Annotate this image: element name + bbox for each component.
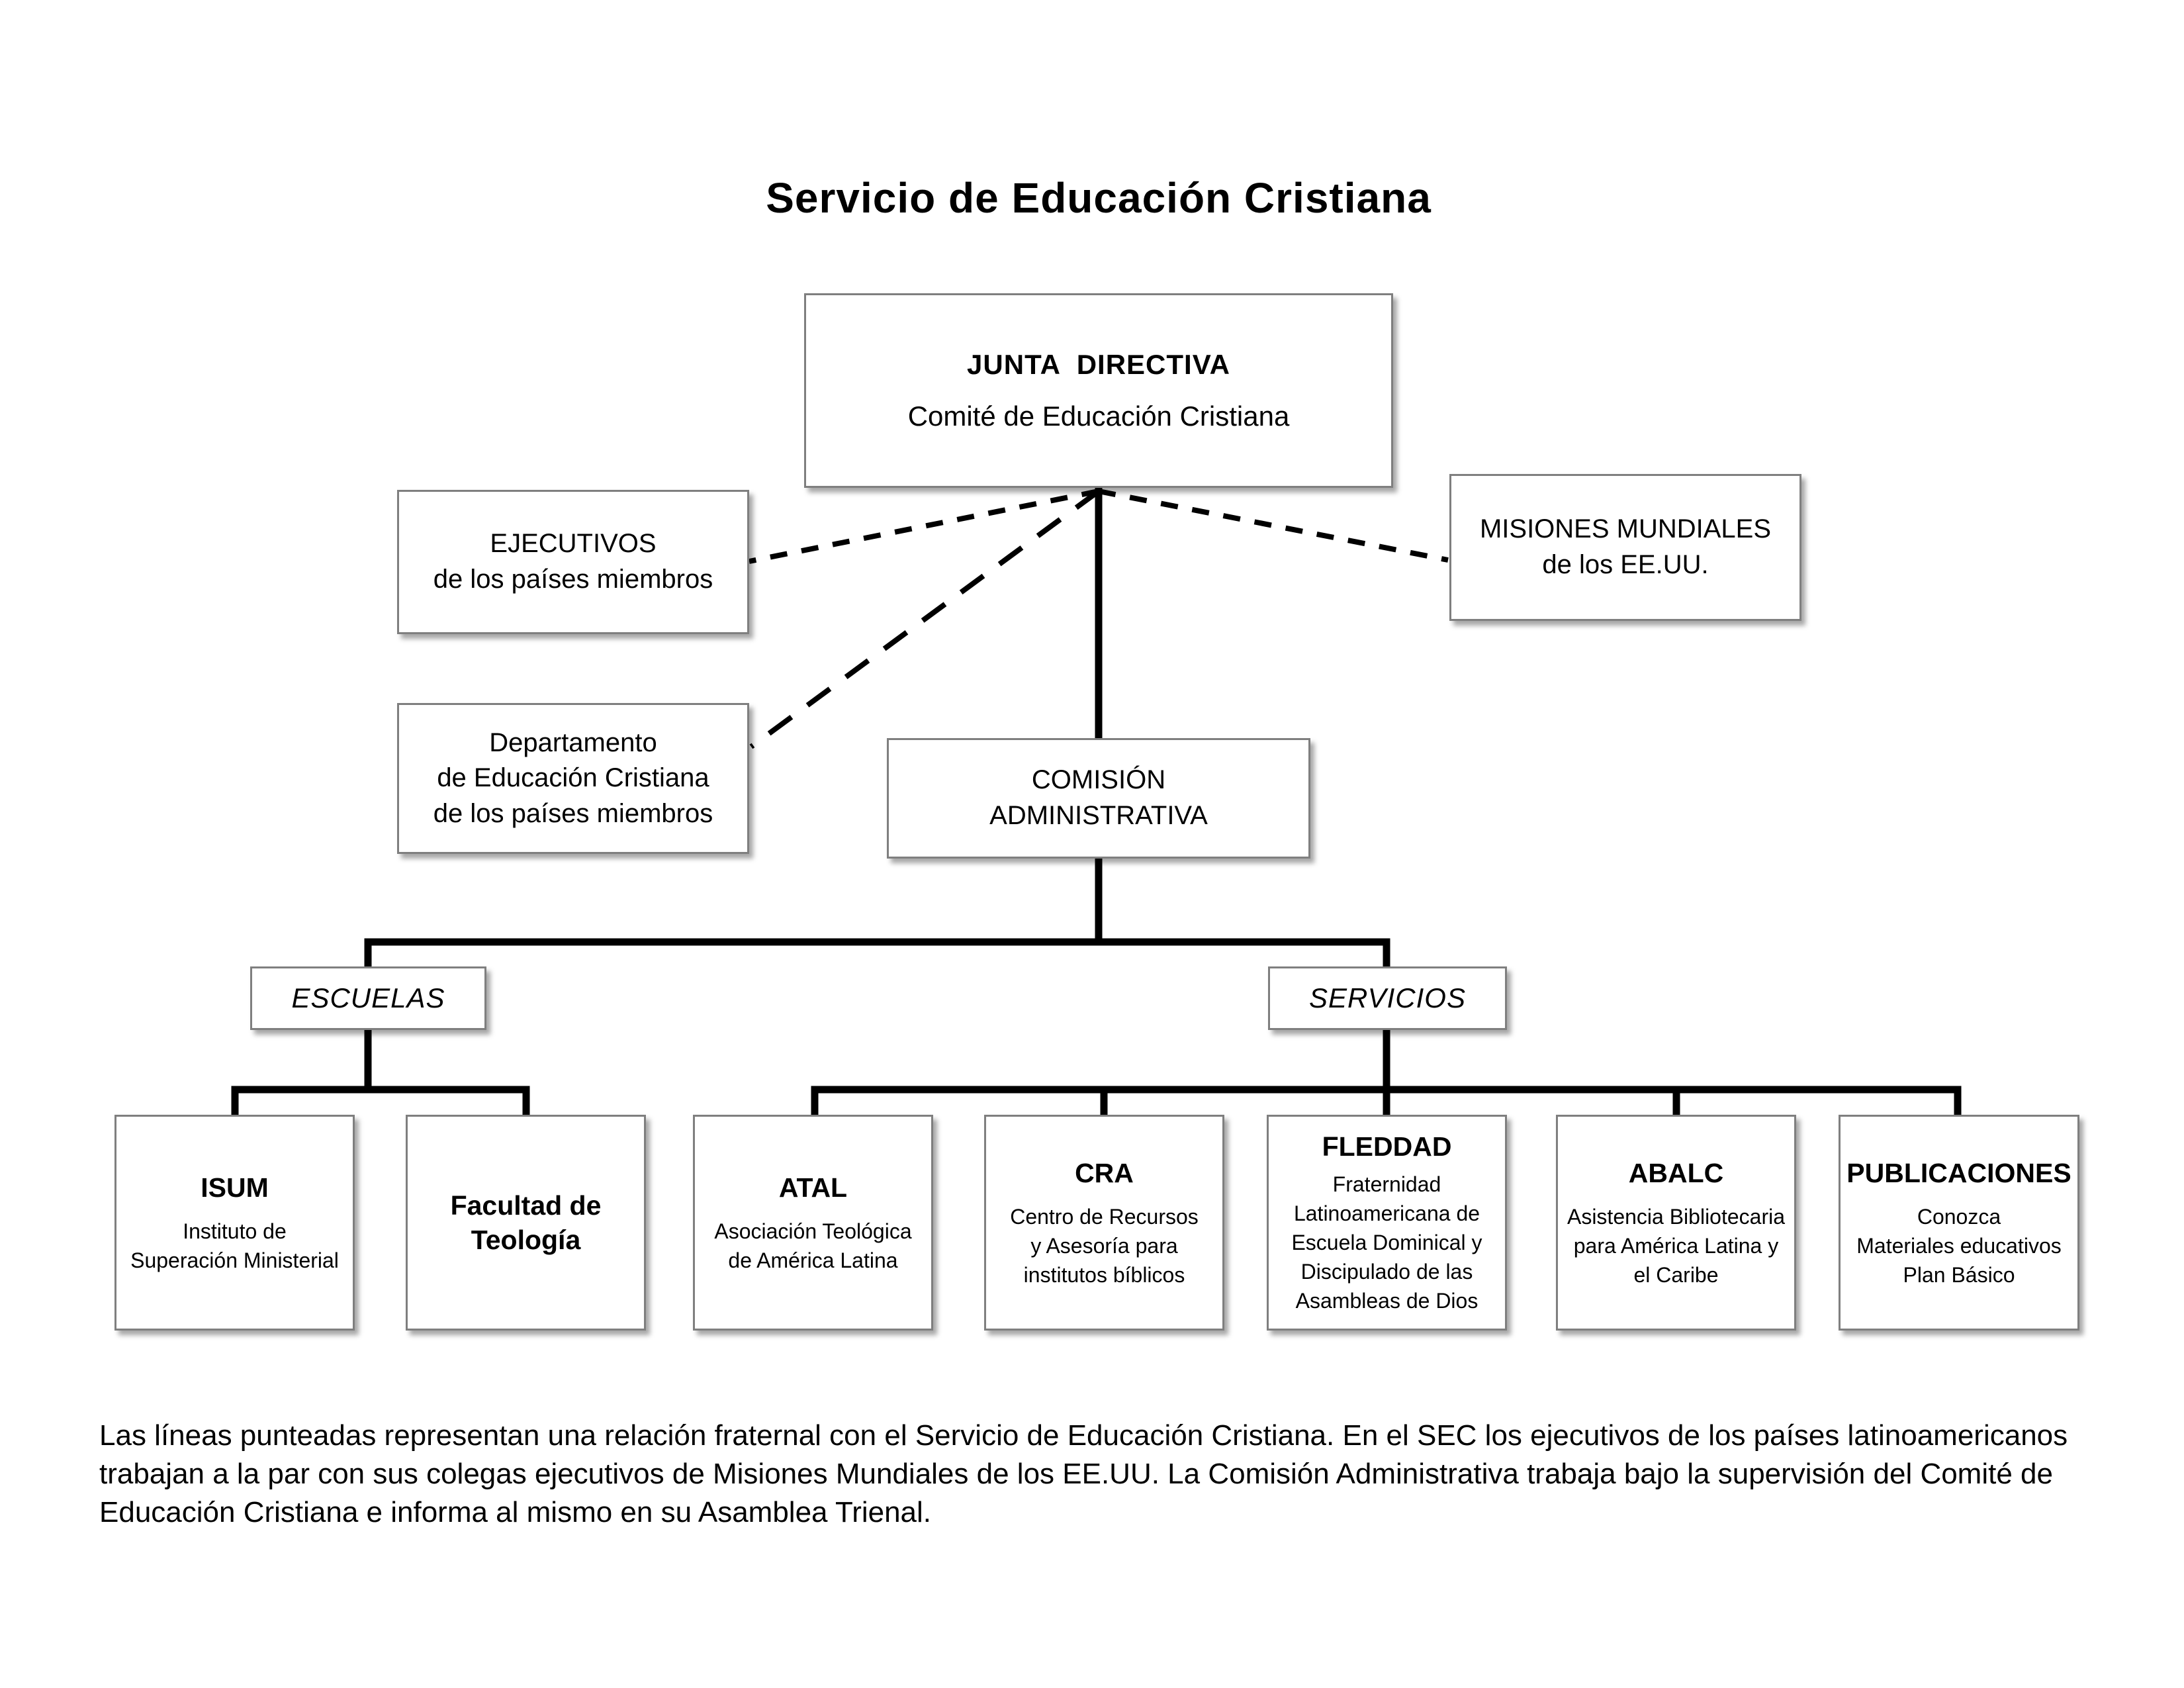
node-isum-body: Instituto de Superación Ministerial bbox=[130, 1219, 339, 1273]
node-abalc-title: ABALC bbox=[1628, 1157, 1724, 1188]
page-title: Servicio de Educación Cristiana bbox=[766, 174, 1432, 222]
node-atal-title: ATAL bbox=[778, 1172, 848, 1203]
bracket-servicios-children bbox=[811, 1086, 1962, 1115]
node-comision-label: COMISIÓN ADMINISTRATIVA bbox=[989, 765, 1208, 830]
node-servicios: SERVICIOS bbox=[1268, 966, 1507, 1030]
node-junta-directiva: JUNTA DIRECTIVA Comité de Educación Cris… bbox=[804, 293, 1393, 488]
node-misiones-label: MISIONES MUNDIALES de los EE.UU. bbox=[1479, 514, 1772, 579]
node-ejecutivos: EJECUTIVOS de los países miembros bbox=[397, 490, 749, 634]
footnote-text: Las líneas punteadas representan una rel… bbox=[99, 1419, 2068, 1529]
node-publicaciones: PUBLICACIONES Conozca Materiales educati… bbox=[1839, 1115, 2079, 1331]
node-isum-title: ISUM bbox=[201, 1172, 269, 1203]
node-atal-body: Asociación Teológica de América Latina bbox=[714, 1219, 912, 1273]
node-atal: ATAL Asociación Teológica de América Lat… bbox=[693, 1115, 933, 1331]
node-ejecutivos-label: EJECUTIVOS de los países miembros bbox=[433, 529, 713, 594]
dashed-line-misiones bbox=[1098, 489, 1449, 563]
node-abalc: ABALC Asistencia Bibliotecaria para Amér… bbox=[1556, 1115, 1796, 1331]
node-abalc-body: Asistencia Bibliotecaria para América La… bbox=[1567, 1205, 1786, 1288]
node-departamento-label: Departamento de Educación Cristiana de l… bbox=[433, 727, 713, 828]
node-publicaciones-body: Conozca Materiales educativos Plan Básic… bbox=[1856, 1205, 2062, 1288]
node-cra: CRA Centro de Recursos y Asesoría para i… bbox=[984, 1115, 1224, 1331]
dashed-line-ejecutivos bbox=[749, 489, 1099, 564]
node-facultad-title: Facultad de Teología bbox=[450, 1190, 602, 1255]
node-fleddad-body: Fraternidad Latinoamericana de Escuela D… bbox=[1291, 1172, 1482, 1313]
node-facultad-teologia: Facultad de Teología bbox=[406, 1115, 646, 1331]
node-publicaciones-title: PUBLICACIONES bbox=[1846, 1157, 2071, 1188]
node-junta-heading: JUNTA DIRECTIVA bbox=[967, 349, 1230, 380]
node-escuelas-label: ESCUELAS bbox=[291, 982, 445, 1013]
node-servicios-label: SERVICIOS bbox=[1309, 982, 1466, 1013]
bracket-escuelas-children bbox=[231, 1086, 530, 1115]
node-junta-subheading: Comité de Educación Cristiana bbox=[907, 400, 1290, 432]
node-misiones-mundiales: MISIONES MUNDIALES de los EE.UU. bbox=[1449, 474, 1801, 621]
bracket-escuelas-servicios bbox=[364, 938, 1390, 968]
node-cra-title: CRA bbox=[1075, 1157, 1134, 1188]
node-fleddad-title: FLEDDAD bbox=[1322, 1131, 1452, 1162]
dashed-line-departamento bbox=[749, 489, 1101, 749]
node-comision-administrativa: COMISIÓN ADMINISTRATIVA bbox=[887, 738, 1310, 859]
node-escuelas: ESCUELAS bbox=[250, 966, 486, 1030]
node-fleddad: FLEDDAD Fraternidad Latinoamericana de E… bbox=[1267, 1115, 1507, 1331]
node-departamento: Departamento de Educación Cristiana de l… bbox=[397, 703, 749, 854]
node-cra-body: Centro de Recursos y Asesoría para insti… bbox=[1010, 1205, 1199, 1288]
node-isum: ISUM Instituto de Superación Ministerial bbox=[114, 1115, 355, 1331]
